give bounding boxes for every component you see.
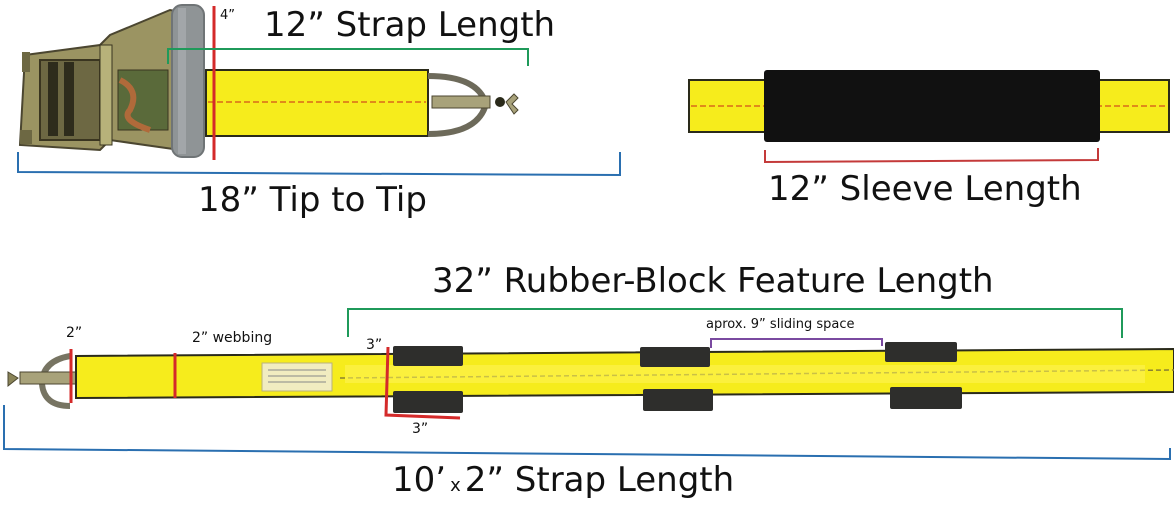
long-strap-figure <box>3 308 1174 461</box>
sliding-space-label: aprox. 9” sliding space <box>706 317 855 332</box>
block-size-marker <box>384 346 461 420</box>
rubber-blocks <box>393 342 962 413</box>
sleeve-length-label: 12” Sleeve Length <box>768 169 1082 209</box>
strap-times-sign: x <box>450 475 461 496</box>
rubber-block-1-top <box>393 346 463 366</box>
width-label: 4” <box>220 8 236 23</box>
strap-width-and-title: 2” Strap Length <box>464 460 735 500</box>
strap-length-feet: 10’ <box>392 460 447 500</box>
rubber-block-3-bottom <box>890 387 962 409</box>
protective-sleeve <box>764 70 1100 142</box>
ratchet-buckle-icon <box>18 8 181 152</box>
ratchet-strap-figure <box>17 4 621 177</box>
sleeve-figure <box>688 70 1170 164</box>
webbing-width-label: 2” webbing <box>192 330 273 346</box>
rubber-block-3-top <box>885 342 957 362</box>
rubber-block-2-top <box>640 347 710 367</box>
strap-length-bracket <box>167 48 529 66</box>
feature-length-label: 32” Rubber-Block Feature Length <box>432 261 994 301</box>
end-fitting-hook-icon <box>7 353 77 409</box>
tip-to-tip-bracket <box>17 152 621 177</box>
strap-length-bracket-long <box>3 405 1171 461</box>
rubber-block-1-bottom <box>393 391 463 413</box>
ring-size-label: 2” <box>66 325 83 341</box>
sleeve-length-bracket <box>764 148 1099 164</box>
sliding-space-bracket <box>710 338 883 348</box>
strap-length-label: 12” Strap Length <box>264 5 556 45</box>
d-ring-hook-icon <box>427 73 519 137</box>
block-height-label: 3” <box>366 337 383 353</box>
ratchet-handle-icon <box>171 4 205 158</box>
tip-to-tip-label: 18” Tip to Tip <box>198 180 427 220</box>
label-tag <box>261 362 333 392</box>
feature-length-bracket <box>347 308 1123 338</box>
rubber-block-2-bottom <box>643 389 713 411</box>
block-width-label: 3” <box>412 421 429 437</box>
